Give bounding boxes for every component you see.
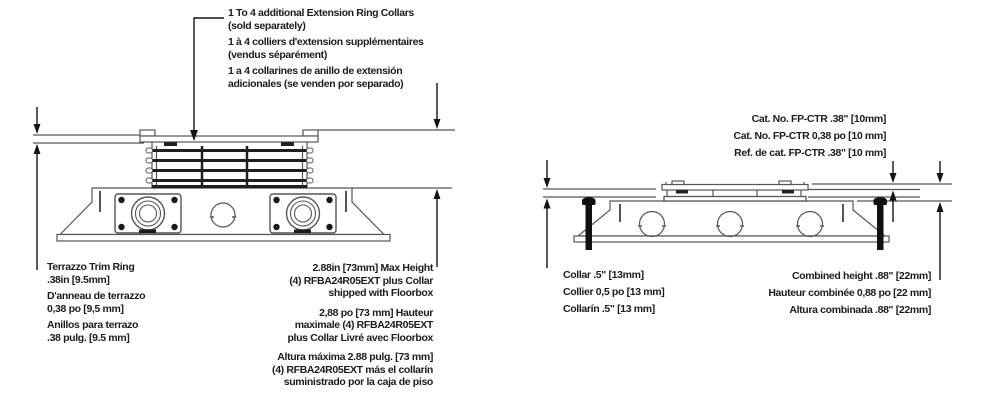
fp-ctr-note: Cat. No. FP-CTR .38" [10mm] Cat. No. FP-…: [650, 113, 886, 164]
max-height-note: 2.88in [73mm] Max Height (4) RFBA24R05EX…: [233, 262, 433, 396]
note-line: (vendus séparément): [228, 48, 327, 61]
knockout-circles: [638, 210, 824, 238]
dimension-fp-ctr: [889, 161, 897, 222]
dimension-collar: [543, 160, 551, 268]
terrazzo-trim-ring: [139, 129, 319, 146]
leveling-bolt: [873, 197, 887, 250]
dimension-combined-height: [936, 161, 944, 280]
terrazzo-trim-ring-note: Terrazzo Trim Ring .38in [9.5mm] D'annea…: [47, 261, 146, 348]
note-line: Ref. de cat. FP-CTR .38" [10 mm]: [734, 147, 886, 159]
extension-collar-stack: [145, 140, 314, 189]
note-line: Collarín .5" [13 mm]: [563, 303, 655, 315]
note-line: Hauteur combinée 0,88 po [22 mm]: [768, 287, 931, 299]
note-line: Cat. No. FP-CTR .38" [10mm]: [751, 113, 887, 125]
note-line: (sold separately): [228, 19, 306, 32]
floorbox-body: [56, 187, 391, 242]
plate-screws: [273, 196, 333, 233]
note-line: .38 pulg. [9.5 mm]: [47, 331, 130, 344]
left-dimension-arrows: [33, 17, 441, 270]
note-line: Anillos para terrazo: [47, 319, 139, 331]
note-line: 2.88in [73mm] Max Height: [312, 262, 433, 274]
knockout-plate: [269, 193, 337, 234]
leveling-bolt: [582, 197, 596, 250]
leader-arrow-collars: [190, 17, 224, 141]
left-floorbox-diagram: [33, 129, 455, 242]
dimension-max-height: [433, 83, 441, 267]
note-line: Altura máxima 2.88 pulg. [73 mm]: [277, 351, 433, 363]
note-line: 0,38 po [9,5 mm]: [47, 302, 124, 315]
note-line: Terrazzo Trim Ring: [47, 261, 135, 273]
floor-lines-right: [543, 183, 952, 202]
collar-assembly: [663, 190, 807, 202]
note-line: .38in [9.5mm]: [47, 273, 110, 286]
note-line: shipped with Floorbox: [328, 287, 433, 299]
note-line: (4) RFBA24R05EXT más el collarín: [272, 363, 433, 376]
note-line: Combined height .88" [22mm]: [791, 270, 931, 282]
note-line: 1 To 4 additional Extension Ring Collars: [228, 7, 414, 19]
note-line: Collar .5" [13mm]: [563, 269, 644, 281]
collar-side-knobs: [145, 147, 314, 184]
note-line: 2,88 po [73 mm] Hauteur: [319, 306, 433, 319]
combined-height-note: Combined height .88" [22mm] Hauteur comb…: [702, 270, 931, 321]
right-floorbox-diagram: [543, 180, 952, 250]
collar-note: Collar .5" [13mm] Collier 0,5 po [13 mm]…: [563, 269, 665, 320]
note-line: maximale (4) RFBA24R05EXT: [294, 319, 434, 331]
plate-screws: [118, 196, 178, 233]
note-line: plus Collar Livré avec Floorbox: [287, 331, 433, 344]
note-line: Altura combinada .88" [22mm]: [789, 304, 931, 316]
note-line: suministrado por la caja de piso: [283, 376, 434, 388]
knockout-plate: [114, 193, 182, 234]
right-dimension-arrows: [543, 160, 944, 280]
note-line: Cat. No. FP-CTR 0,38 po [10 mm]: [733, 130, 886, 142]
floor-lines-left: [33, 129, 455, 189]
note-line: adicionales (se venden por separado): [228, 77, 404, 90]
dimension-trim-ring: [33, 107, 41, 270]
floorbox-body: [573, 200, 890, 243]
note-line: Collier 0,5 po [13 mm]: [563, 286, 665, 298]
note-line: D'anneau de terrazzo: [47, 290, 146, 302]
center-knockout: [210, 202, 236, 228]
note-line: (4) RFBA24R05EXT plus Collar: [289, 274, 433, 287]
note-line: 1 a 4 collarines de anillo de extensión: [228, 65, 403, 77]
extension-collars-note: 1 To 4 additional Extension Ring Collars…: [228, 7, 424, 94]
note-line: 1 à 4 colliers d'extension supplémentair…: [228, 36, 424, 48]
fp-ctr-trim-ring: [661, 180, 809, 194]
